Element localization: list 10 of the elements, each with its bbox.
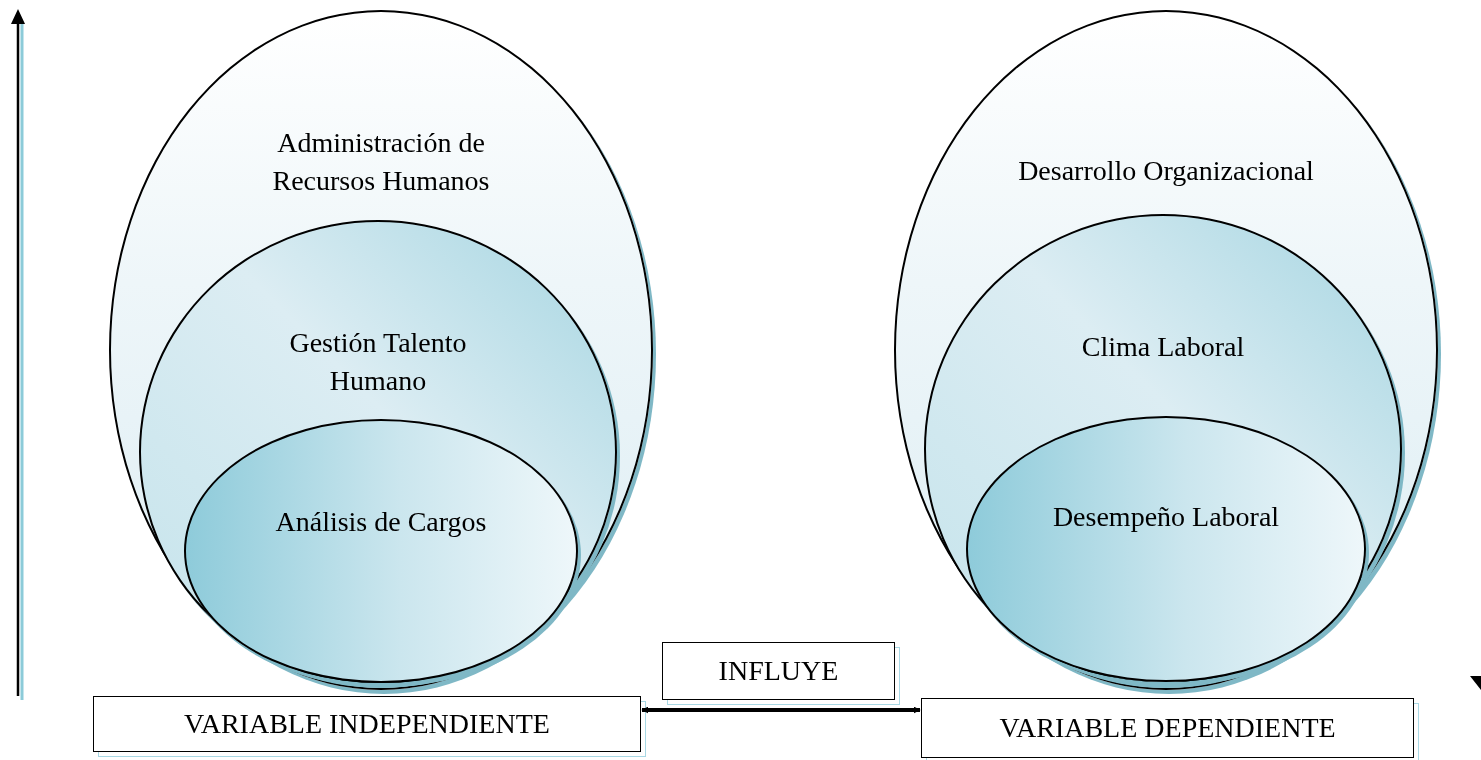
- ellipse-label: Gestión Talento Humano: [288, 326, 468, 398]
- box-label: VARIABLE INDEPENDIENTE: [184, 707, 550, 741]
- ellipse-label: Desempeño Laboral: [1051, 500, 1281, 534]
- ellipse-label: Clima Laboral: [1080, 330, 1246, 364]
- box-label: VARIABLE DEPENDIENTE: [999, 711, 1336, 745]
- ellipse-label: Administración de Recursos Humanos: [271, 126, 491, 198]
- box-label: INFLUYE: [718, 654, 839, 688]
- ellipse-label: Análisis de Cargos: [274, 505, 488, 539]
- ellipse-label: Desarrollo Organizacional: [1017, 154, 1315, 188]
- double-arrow: [641, 706, 921, 714]
